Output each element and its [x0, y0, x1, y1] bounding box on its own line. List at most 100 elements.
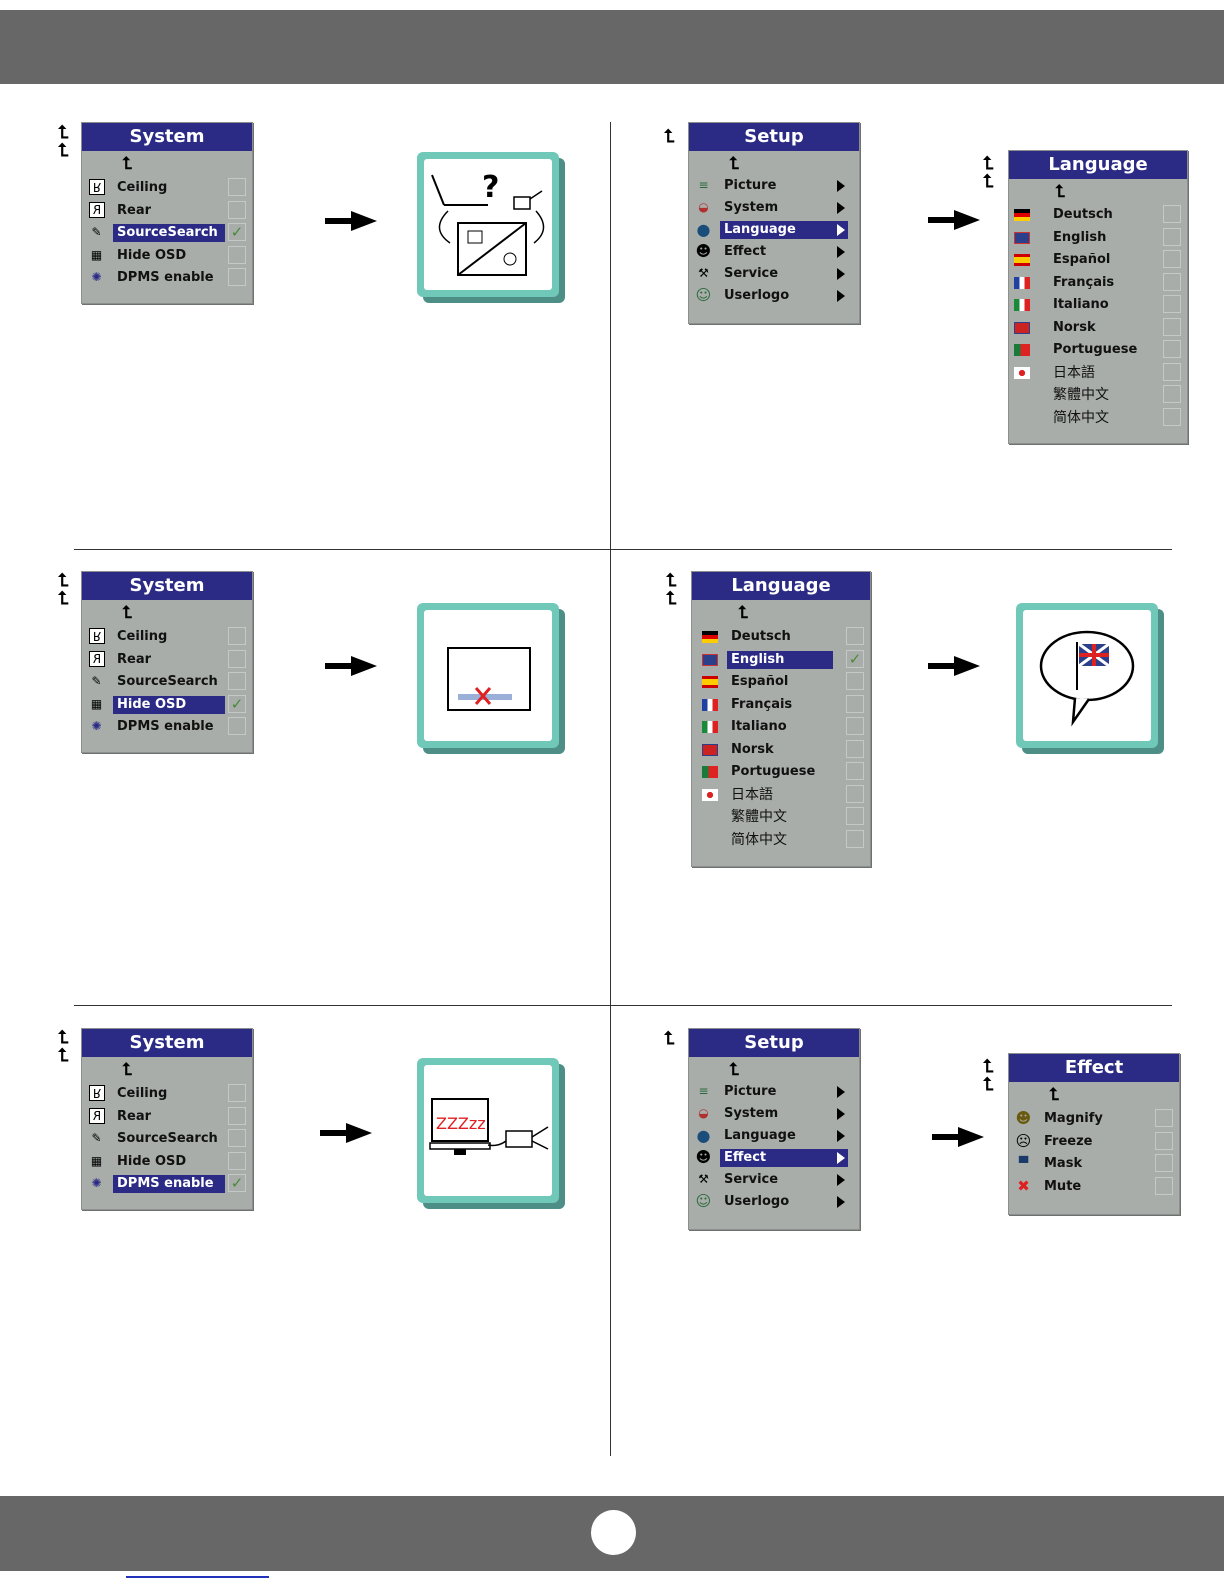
language-item[interactable]: Español	[692, 671, 870, 694]
checkbox[interactable]	[846, 784, 864, 803]
checkbox[interactable]	[1163, 362, 1181, 381]
checkbox[interactable]	[1163, 250, 1181, 268]
language-item[interactable]: Norsk	[1009, 317, 1187, 340]
checkbox[interactable]	[228, 1106, 246, 1125]
checkbox[interactable]	[846, 762, 864, 780]
language-item[interactable]: Español	[1009, 249, 1187, 272]
back-arrow-icon[interactable]: ⮤	[58, 588, 69, 609]
menu-up-item[interactable]: ⮤	[82, 1057, 252, 1083]
menu-up-item[interactable]: ⮤	[82, 151, 252, 177]
back-arrow-icon[interactable]: ⮤	[983, 1056, 994, 1077]
menu-item-dpms[interactable]: ✺DPMS enable	[82, 716, 252, 739]
checkbox-checked[interactable]: ✓	[228, 694, 246, 713]
menu-item-hide-osd[interactable]: ▦Hide OSD	[82, 245, 252, 268]
language-item[interactable]: Deutsch	[692, 626, 870, 649]
language-item[interactable]: Italiano	[692, 716, 870, 739]
menu-item-system[interactable]: ◒System	[689, 197, 859, 219]
language-item[interactable]: 简体中文	[692, 829, 870, 852]
menu-item-sourcesearch[interactable]: ✎SourceSearch✓	[82, 222, 252, 245]
checkbox[interactable]	[1163, 272, 1181, 291]
checkbox-checked[interactable]: ✓	[846, 649, 864, 668]
checkbox[interactable]	[846, 739, 864, 758]
language-item[interactable]: 繁體中文	[1009, 384, 1187, 407]
back-arrow-icon[interactable]: ⮤	[666, 570, 677, 591]
menu-item-service[interactable]: ⚒Service	[689, 1169, 859, 1191]
checkbox[interactable]	[228, 649, 246, 668]
checkbox[interactable]	[228, 717, 246, 735]
language-item[interactable]: English✓	[692, 649, 870, 672]
menu-item-picture[interactable]: ≡Picture	[689, 1081, 859, 1103]
back-arrow-icon[interactable]: ⮤	[983, 153, 994, 174]
menu-item-mask[interactable]: ▀Mask	[1009, 1153, 1179, 1176]
checkbox[interactable]	[228, 268, 246, 286]
checkbox[interactable]	[846, 717, 864, 735]
back-arrow-icon[interactable]: ⮤	[58, 1027, 69, 1048]
menu-up-item[interactable]: ⮤	[82, 600, 252, 626]
checkbox[interactable]	[846, 829, 864, 848]
back-arrow-icon[interactable]: ⮤	[983, 171, 994, 192]
back-arrow-icon[interactable]: ⮤	[58, 570, 69, 591]
menu-item-language[interactable]: ●Language	[689, 219, 859, 241]
menu-item-system[interactable]: ◒System	[689, 1103, 859, 1125]
language-item[interactable]: 简体中文	[1009, 407, 1187, 430]
checkbox[interactable]	[1155, 1131, 1173, 1150]
checkbox[interactable]	[1163, 317, 1181, 336]
checkbox[interactable]	[228, 1084, 246, 1102]
menu-up-item[interactable]: ⮤	[689, 1057, 859, 1081]
checkbox[interactable]	[1155, 1109, 1173, 1127]
checkbox[interactable]	[1163, 407, 1181, 426]
menu-item-dpms[interactable]: ✺DPMS enable✓	[82, 1173, 252, 1196]
menu-item-freeze[interactable]: ☹Freeze	[1009, 1131, 1179, 1154]
checkbox[interactable]	[228, 200, 246, 219]
checkbox[interactable]	[846, 694, 864, 713]
checkbox[interactable]	[228, 245, 246, 264]
checkbox[interactable]	[846, 627, 864, 645]
checkbox[interactable]	[846, 672, 864, 690]
menu-item-magnify[interactable]: ☻Magnify	[1009, 1108, 1179, 1131]
language-item[interactable]: 繁體中文	[692, 806, 870, 829]
menu-item-userlogo[interactable]: ☺Userlogo	[689, 285, 859, 307]
menu-up-item[interactable]: ⮤	[692, 600, 870, 626]
checkbox[interactable]	[1163, 340, 1181, 358]
language-item[interactable]: Norsk	[692, 739, 870, 762]
menu-item-service[interactable]: ⚒Service	[689, 263, 859, 285]
language-item[interactable]: 日本語	[1009, 362, 1187, 385]
checkbox[interactable]	[1163, 227, 1181, 246]
checkbox[interactable]	[1163, 385, 1181, 403]
menu-up-item[interactable]: ⮤	[1009, 179, 1187, 204]
menu-item-userlogo[interactable]: ☺Userlogo	[689, 1191, 859, 1213]
checkbox[interactable]	[228, 1129, 246, 1147]
language-item[interactable]: Portuguese	[1009, 339, 1187, 362]
checkbox[interactable]	[1163, 295, 1181, 313]
menu-up-item[interactable]: ⮤	[1009, 1082, 1179, 1108]
checkbox[interactable]	[228, 627, 246, 645]
checkbox-checked[interactable]: ✓	[228, 223, 246, 241]
menu-item-dpms[interactable]: ✺DPMS enable	[82, 267, 252, 290]
checkbox[interactable]	[1163, 205, 1181, 223]
back-arrow-icon[interactable]: ⮤	[58, 140, 69, 161]
menu-item-picture[interactable]: ≡Picture	[689, 175, 859, 197]
menu-item-effect[interactable]: ☻Effect	[689, 241, 859, 263]
back-arrow-icon[interactable]: ⮤	[58, 1045, 69, 1066]
checkbox[interactable]	[228, 672, 246, 690]
language-item[interactable]: Portuguese	[692, 761, 870, 784]
footer-link-underline[interactable]	[126, 1576, 269, 1578]
menu-item-sourcesearch[interactable]: ✎SourceSearch	[82, 1128, 252, 1151]
menu-item-hide-osd[interactable]: ▦Hide OSD	[82, 1151, 252, 1174]
language-item[interactable]: English	[1009, 227, 1187, 250]
back-arrow-icon[interactable]: ⮤	[664, 1028, 675, 1049]
checkbox[interactable]	[846, 807, 864, 825]
language-item[interactable]: 日本語	[692, 784, 870, 807]
back-arrow-icon[interactable]: ⮤	[664, 126, 675, 147]
checkbox[interactable]	[1155, 1176, 1173, 1195]
back-arrow-icon[interactable]: ⮤	[666, 588, 677, 609]
menu-item-sourcesearch[interactable]: ✎SourceSearch	[82, 671, 252, 694]
checkbox-checked[interactable]: ✓	[228, 1174, 246, 1192]
back-arrow-icon[interactable]: ⮤	[58, 122, 69, 143]
